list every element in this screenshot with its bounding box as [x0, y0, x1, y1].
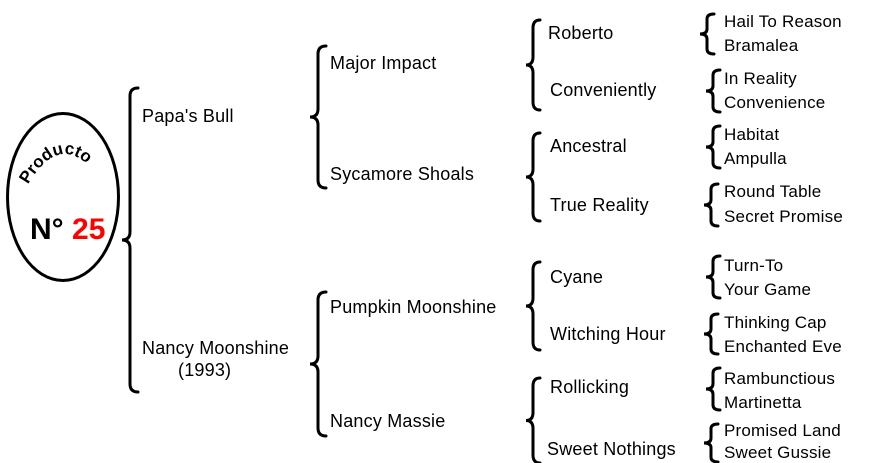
gen3-item: Ancestral: [550, 136, 627, 156]
gen4-brace: [703, 422, 720, 463]
gen3-item: Rollicking: [550, 377, 630, 397]
root-brace: [121, 86, 140, 394]
gen4-brace: [705, 254, 722, 300]
gen4-item: Thinking Cap: [724, 313, 827, 332]
nancy-massie-brace: [525, 376, 542, 463]
gen4-item: Secret Promise: [724, 207, 844, 226]
gen2-dam-sire: Pumpkin Moonshine: [330, 297, 497, 317]
gen3-item: Cyane: [550, 267, 604, 287]
gen4-item: Turn-To: [724, 256, 784, 275]
gen3-item: True Reality: [550, 195, 649, 215]
gen3-item: Roberto: [548, 23, 614, 43]
number-value: 25: [72, 213, 106, 246]
gen4-brace: [703, 182, 720, 228]
sycamore-shoals-brace: [525, 131, 542, 223]
gen2-sire-sire: Major Impact: [330, 53, 437, 73]
sire-brace: [309, 44, 328, 190]
gen3-item: Conveniently: [550, 80, 657, 100]
gen4-item: In Reality: [724, 69, 797, 88]
gen4-item: Hail To Reason: [724, 12, 842, 31]
gen4-item: Round Table: [724, 182, 822, 201]
number-prefix: N°: [30, 213, 64, 246]
gen4-brace: [705, 366, 722, 412]
gen4-item: Rambunctious: [724, 369, 836, 388]
gen4-item: Promised Land: [724, 421, 841, 440]
dam-brace: [309, 290, 328, 438]
gen2-dam-dam: Nancy Massie: [330, 411, 446, 431]
gen4-brace: [705, 124, 722, 170]
gen4-item: Convenience: [724, 93, 826, 112]
gen4-item: Martinetta: [724, 393, 802, 412]
major-impact-brace: [525, 18, 542, 112]
producto-badge: [6, 112, 120, 282]
gen4-item: Sweet Gussie: [724, 443, 832, 462]
product-number: N° 25: [30, 213, 105, 247]
dam-name: Nancy Moonshine: [142, 338, 290, 358]
dam-year: (1993): [178, 360, 232, 380]
gen3-item: Sweet Nothings: [547, 439, 676, 459]
gen3-item: Witching Hour: [550, 324, 666, 344]
gen2-sire-dam: Sycamore Shoals: [330, 164, 475, 184]
gen4-item: Ampulla: [724, 149, 787, 168]
gen4-item: Your Game: [724, 280, 812, 299]
gen4-brace: [703, 312, 720, 356]
pumpkin-moonshine-brace: [525, 260, 542, 352]
gen4-item: Bramalea: [724, 36, 799, 55]
gen4-item: Habitat: [724, 125, 780, 144]
sire-name: Papa's Bull: [142, 106, 234, 126]
gen4-brace: [699, 12, 716, 56]
gen4-brace: [705, 68, 722, 114]
gen4-item: Enchanted Eve: [724, 337, 842, 356]
